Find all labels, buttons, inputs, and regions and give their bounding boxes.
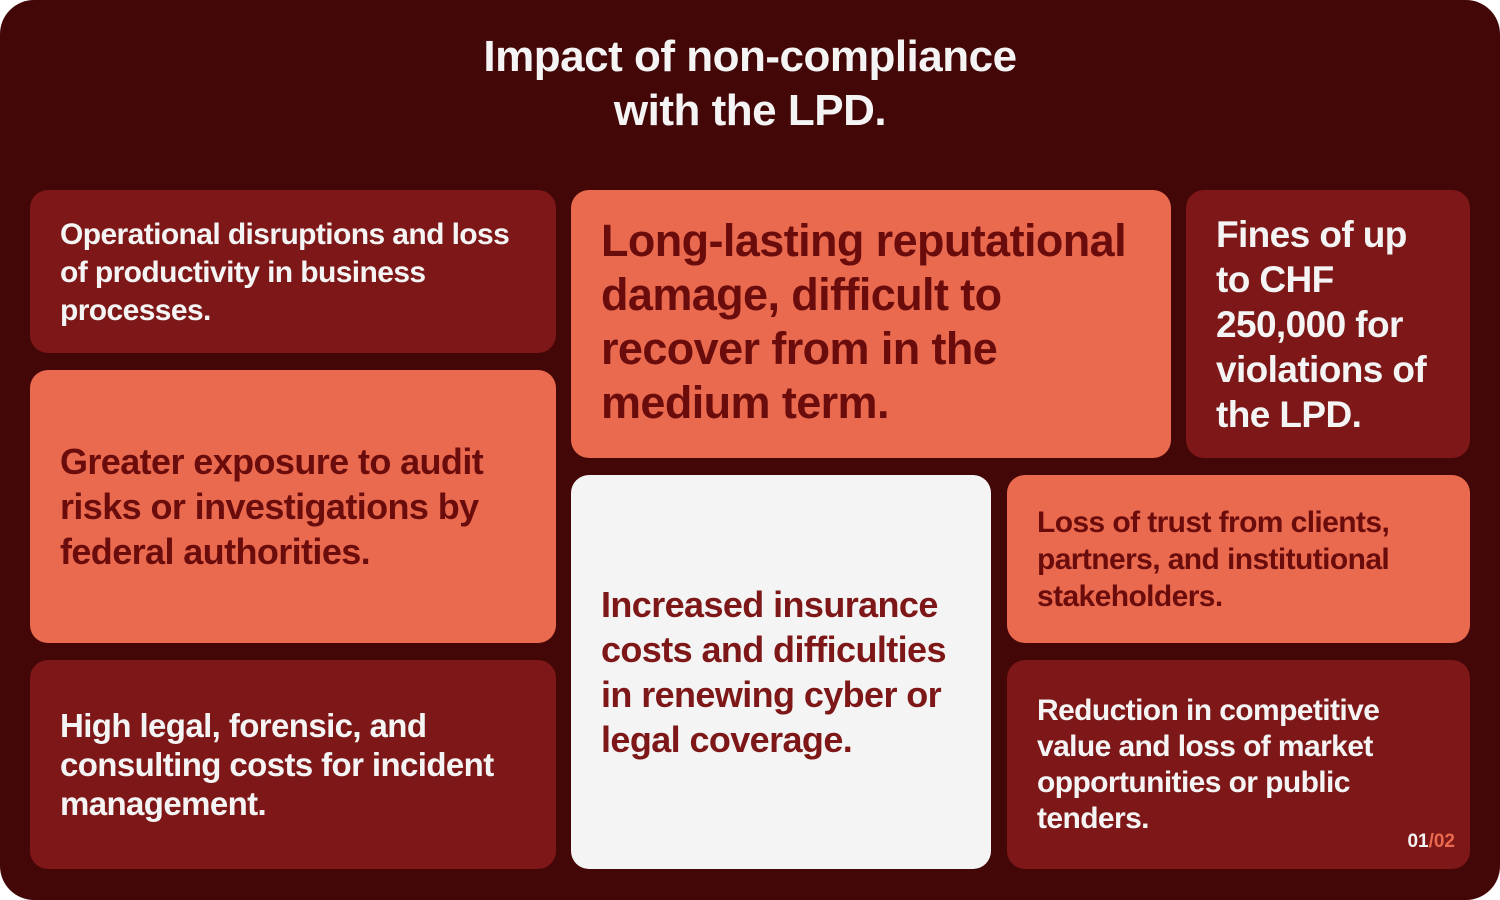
card-text: Loss of trust from clients, partners, an… (1037, 505, 1390, 613)
page-indicator: 01/02 (1407, 831, 1455, 853)
card-text: Operational disruptions and loss of prod… (60, 218, 510, 327)
card-text: Long-lasting reputational damage, diffic… (601, 215, 1127, 428)
card-audit-exposure: Greater exposure to audit risks or inves… (30, 370, 556, 643)
page-separator: / (1428, 831, 1434, 852)
card-text: Reduction in competitive value and loss … (1037, 693, 1380, 835)
card-text: Greater exposure to audit risks or inves… (60, 441, 484, 572)
card-legal-costs: High legal, forensic, and consulting cos… (30, 660, 556, 869)
card-loss-of-trust: Loss of trust from clients, partners, an… (1007, 475, 1470, 643)
card-insurance-costs: Increased insurance costs and difficulti… (571, 475, 991, 869)
page-current: 01 (1407, 831, 1429, 852)
page-total: 02 (1433, 831, 1455, 852)
card-competitive-value: Reduction in competitive value and loss … (1007, 660, 1470, 869)
card-operational-disruptions: Operational disruptions and loss of prod… (30, 190, 556, 353)
card-reputational-damage: Long-lasting reputational damage, diffic… (571, 190, 1171, 458)
card-text: Increased insurance costs and difficulti… (601, 584, 946, 760)
card-text: Fines of up to CHF 250,000 for violation… (1216, 214, 1427, 435)
slide-title: Impact of non-compliance with the LPD. (483, 32, 1017, 135)
card-fines: Fines of up to CHF 250,000 for violation… (1186, 190, 1470, 458)
card-text: High legal, forensic, and consulting cos… (60, 707, 494, 822)
